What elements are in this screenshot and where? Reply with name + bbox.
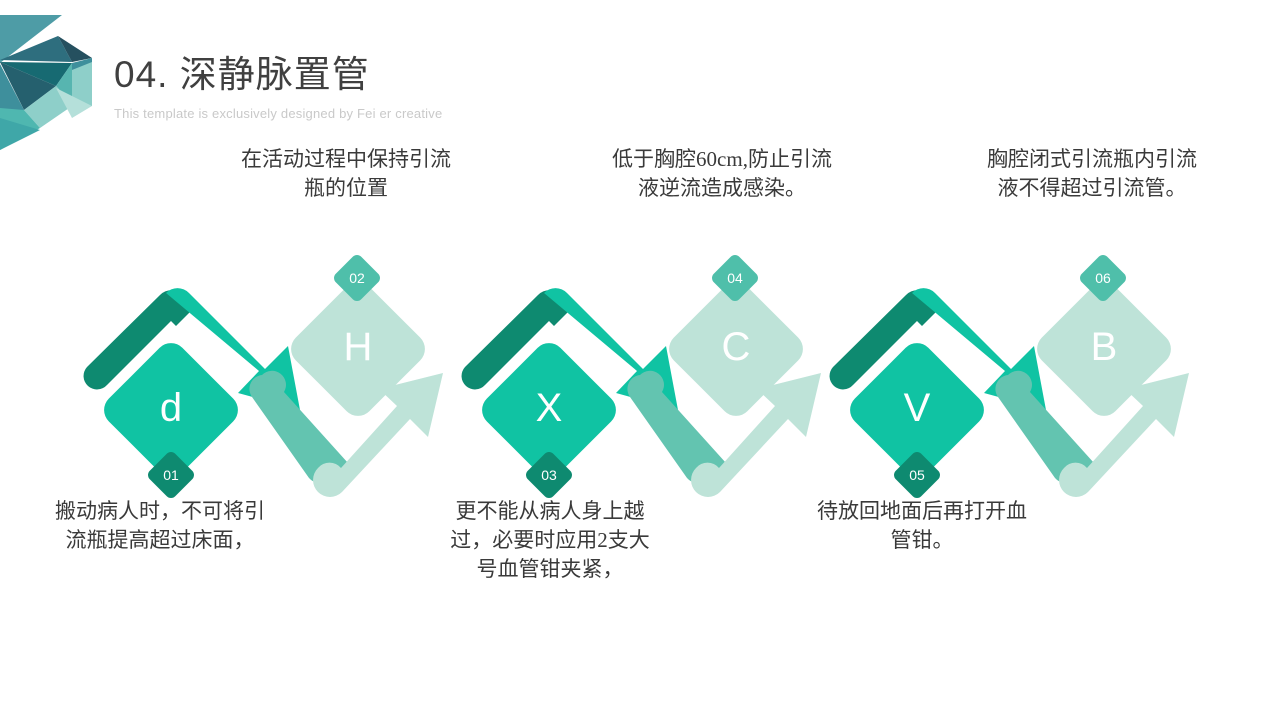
caption-step-01: 搬动病人时，不可将引流瓶提高超过床面，: [55, 499, 265, 552]
logo-facet-8: [72, 62, 92, 106]
badge-04[interactable]: [710, 253, 761, 304]
arrow-05-tail-dark: [829, 290, 941, 390]
badge-03[interactable]: [524, 450, 575, 501]
arrow-03-tail-dark: [461, 290, 573, 390]
diamond-node-05[interactable]: [843, 336, 990, 483]
diamond-node-04[interactable]: [662, 275, 809, 422]
corner-logo-decoration: [0, 15, 92, 150]
arrow-06-head-light: [1059, 373, 1189, 497]
diamond-node-06[interactable]: [1030, 275, 1177, 422]
arrow-04-tail-mid: [627, 370, 726, 484]
logo-facet-4: [0, 62, 72, 86]
badge-06[interactable]: [1078, 253, 1129, 304]
slide-header: 04. 深静脉置管 This template is exclusively d…: [114, 52, 754, 122]
logo-facet-10: [0, 64, 24, 110]
arrow-06-tail-mid: [995, 370, 1094, 484]
logo-facet-5: [0, 62, 56, 110]
page-subtitle: This template is exclusively designed by…: [114, 106, 443, 121]
diamond-node-01[interactable]: [97, 336, 244, 483]
logo-facet-12: [0, 118, 40, 150]
page-title: 04. 深静脉置管: [114, 54, 370, 95]
diamond-node-03[interactable]: [475, 336, 622, 483]
caption-step-04: 低于胸腔60cm,防止引流液逆流造成感染。: [612, 147, 832, 200]
caption-step-03: 更不能从病人身上越过，必要时应用2支大号血管钳夹紧，: [450, 499, 650, 581]
badge-01[interactable]: [146, 450, 197, 501]
logo-facet-2: [0, 36, 72, 62]
badge-02[interactable]: [332, 253, 383, 304]
diamond-node-02[interactable]: [284, 275, 431, 422]
logo-facet-13: [56, 88, 92, 118]
logo-facet-3: [58, 36, 92, 62]
caption-step-06: 胸腔闭式引流瓶内引流液不得超过引流管。: [987, 147, 1197, 200]
arrow-02-tail-mid: [249, 370, 348, 484]
caption-step-05: 待放回地面后再打开血管钳。: [817, 499, 1027, 552]
caption-step-02: 在活动过程中保持引流瓶的位置: [241, 147, 451, 200]
arrow-02-head-light: [313, 373, 443, 497]
badge-05[interactable]: [892, 450, 943, 501]
logo-facet-7: [56, 63, 72, 104]
arrow-04-head-light: [691, 373, 821, 497]
logo-facet-9: [24, 86, 72, 128]
logo-facet-1: [0, 15, 62, 63]
arrow-01-tail-dark: [83, 290, 195, 390]
